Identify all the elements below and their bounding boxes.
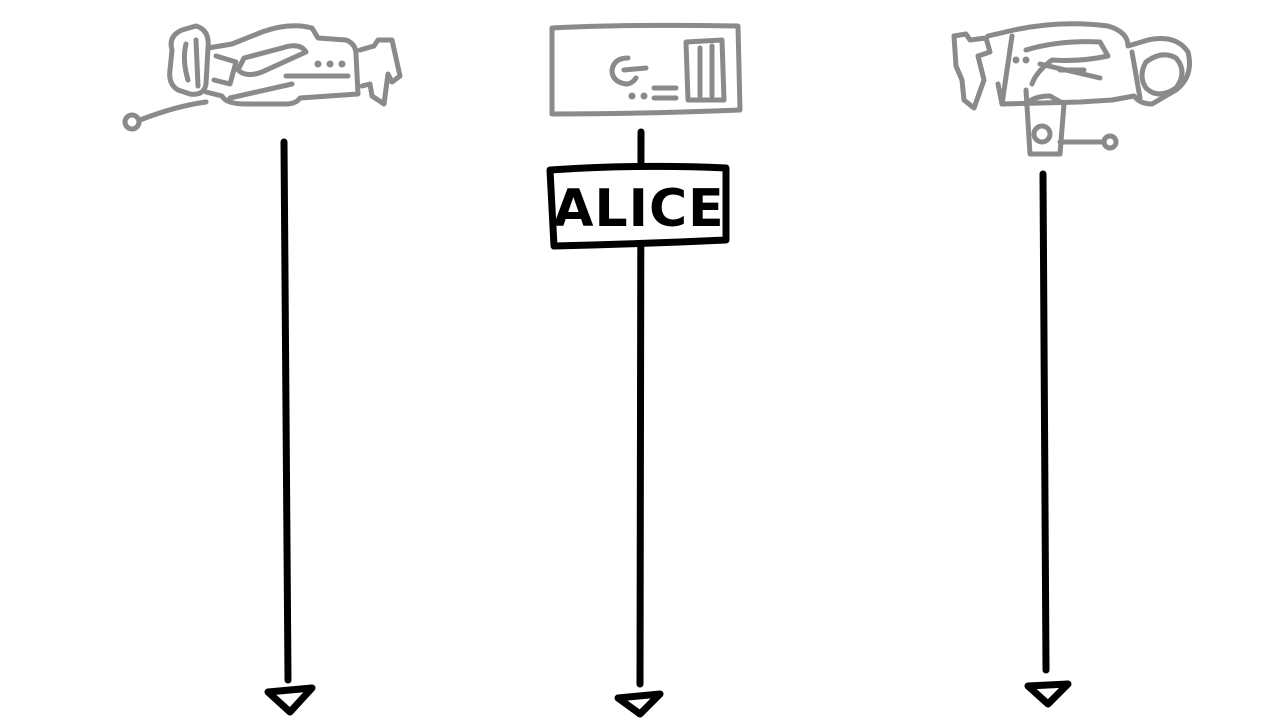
lifeline-arrowhead-center [614, 690, 664, 718]
lifeline-center: ALICE [546, 22, 743, 718]
lifeline-label-alice: ALICE [553, 179, 724, 239]
camera-icon-right [951, 21, 1192, 157]
computer-icon [549, 22, 743, 117]
lifeline-right [951, 21, 1192, 708]
lifeline-arrowhead-right [1024, 680, 1072, 708]
lifeline-label-box: ALICE [546, 162, 730, 250]
camera-icon-left [122, 23, 403, 132]
lifeline-left [122, 23, 403, 716]
lifeline-line-left [280, 138, 292, 684]
lifeline-arrowhead-left [264, 684, 316, 716]
lifeline-line-right [1039, 170, 1050, 674]
